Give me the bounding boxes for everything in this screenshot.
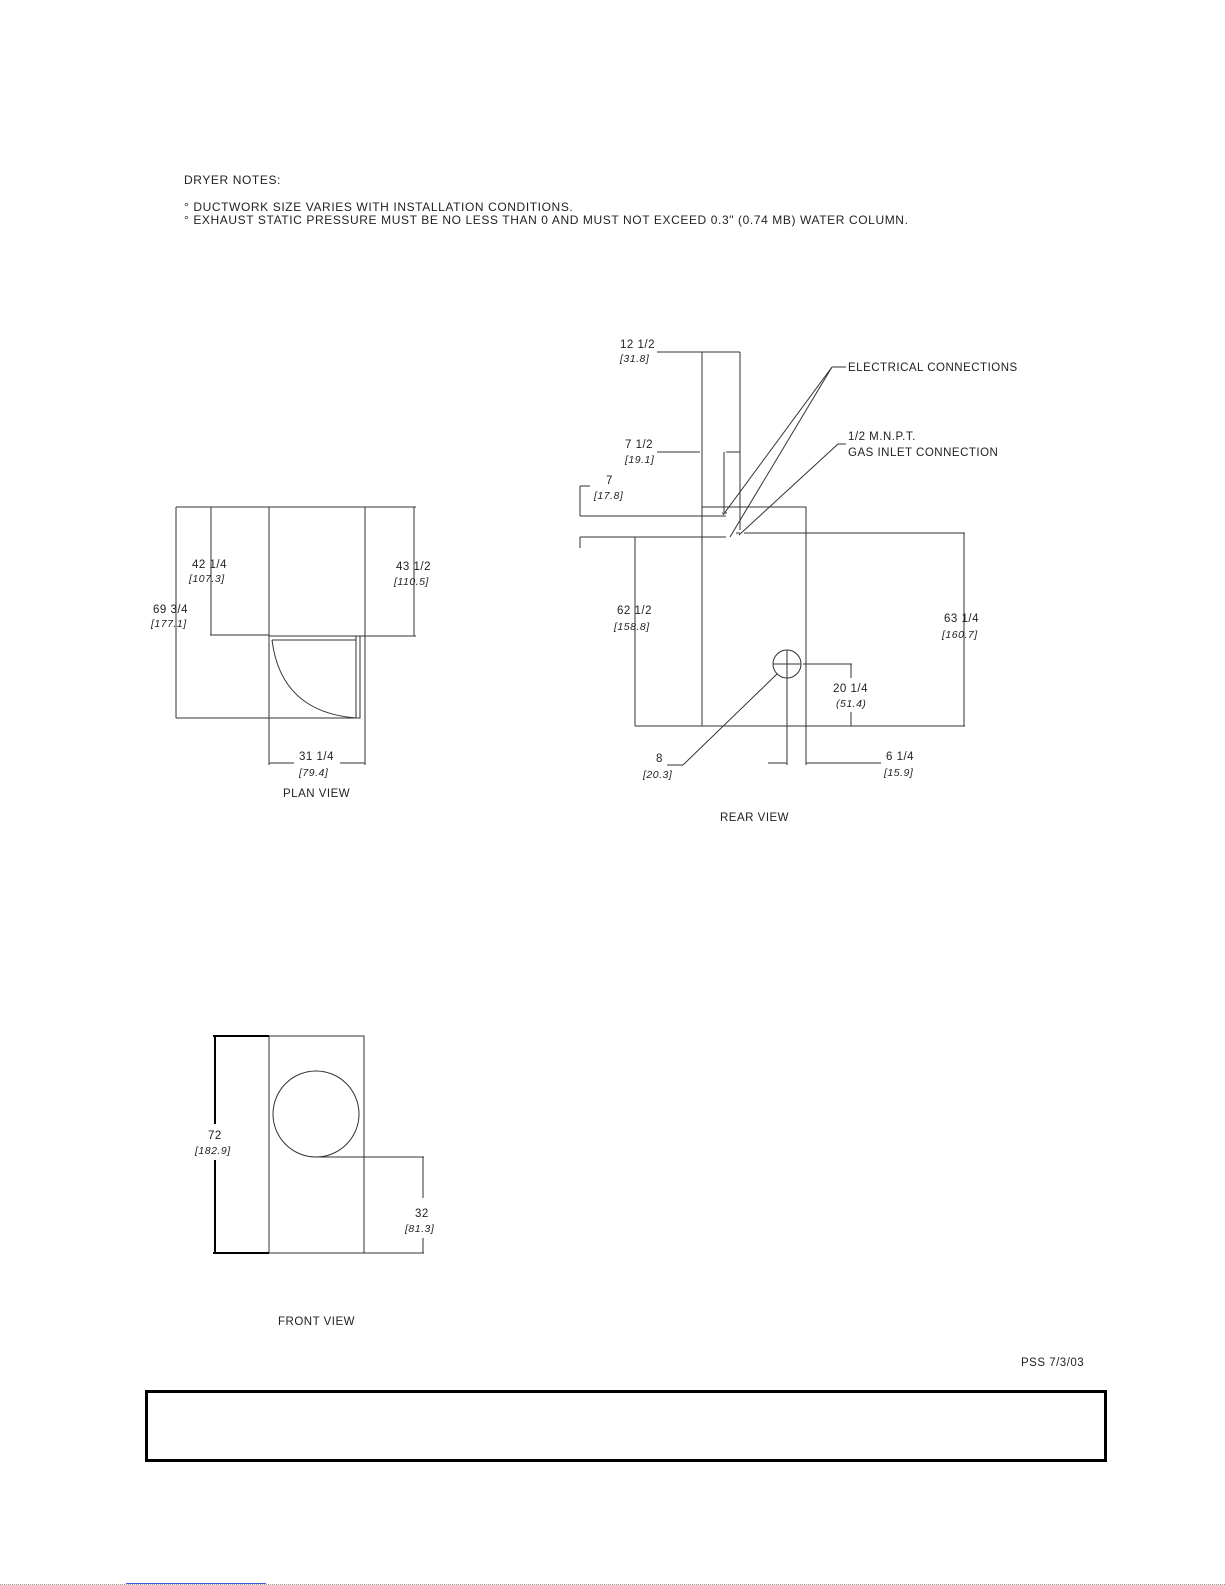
rear-dim-63-metric: [160.7] <box>941 629 978 641</box>
front-dim-32-metric: [81.3] <box>404 1223 435 1235</box>
front-cabinet-outline <box>268 1035 365 1254</box>
rear-view-title: REAR VIEW <box>720 812 789 824</box>
front-view-title: FRONT VIEW <box>278 1316 355 1328</box>
plan-view: 42 1/4 [107.3] 69 3/4 [177.1] 43 1/2 [11… <box>150 506 431 800</box>
rear-dim-62-imperial: 62 1/2 <box>617 605 652 617</box>
electrical-callout-leader-1 <box>722 366 833 516</box>
note-item-1: ° DUCTWORK SIZE VARIES WITH INSTALLATION… <box>184 200 574 214</box>
front-door-porthole <box>272 1070 360 1158</box>
plan-door-panel <box>355 635 361 719</box>
rear-dim-12-5-metric: [31.8] <box>619 353 650 365</box>
rear-dim-8-leader <box>682 673 778 766</box>
gas-callout-line-1: 1/2 M.N.P.T. <box>848 431 916 443</box>
plan-door-swing-arc <box>271 639 357 719</box>
plan-view-title: PLAN VIEW <box>283 788 350 800</box>
page-link-underline[interactable] <box>126 1583 266 1584</box>
plan-dim-rear-imperial: 42 1/4 <box>192 559 227 571</box>
plan-dim-side-metric: [110.5] <box>393 576 429 588</box>
rear-dim-7-imperial: 7 <box>606 475 613 487</box>
note-item-2: ° EXHAUST STATIC PRESSURE MUST BE NO LES… <box>184 213 909 227</box>
electrical-callout-leader-2 <box>729 366 833 538</box>
rear-dim-12-5-imperial: 12 1/2 <box>620 339 655 351</box>
rear-dim-6-imperial: 6 1/4 <box>886 751 914 763</box>
rear-view: 12 1/2 [31.8] 7 1/2 [19.1] 7 [17.8] 62 1… <box>579 339 1018 824</box>
rear-dim-6-metric: [15.9] <box>883 767 914 779</box>
front-dim-72-imperial: 72 <box>208 1130 222 1142</box>
plan-dim-side-imperial: 43 1/2 <box>396 561 431 573</box>
rear-dim-63-imperial: 63 1/4 <box>944 613 979 625</box>
front-dim-72-metric: [182.9] <box>194 1145 231 1157</box>
gas-callout-leader <box>738 443 839 536</box>
plan-cabinet-outline <box>268 506 366 637</box>
rear-dim-8-metric: [20.3] <box>642 769 673 781</box>
footer-box <box>145 1390 1107 1462</box>
rear-dim-7-5-imperial: 7 1/2 <box>625 439 653 451</box>
plan-dim-rear-metric: [107.3] <box>188 573 225 585</box>
rear-dim-7-metric: [17.8] <box>593 490 624 502</box>
rear-dim-7-5-metric: [19.1] <box>624 454 655 466</box>
plan-dim-overall-metric: [177.1] <box>150 618 187 630</box>
rear-cabinet-outline <box>701 506 807 727</box>
rear-dim-20-metric: (51.4) <box>836 698 866 710</box>
notes-heading: DRYER NOTES: <box>184 173 281 187</box>
electrical-connections-callout: ELECTRICAL CONNECTIONS <box>848 362 1018 374</box>
front-view: 72 [182.9] 32 [81.3] FRONT VIEW <box>194 1035 435 1328</box>
rear-dim-8-imperial: 8 <box>656 753 663 765</box>
revision-stamp: PSS 7/3/03 <box>1021 1357 1084 1369</box>
rear-dim-20-imperial: 20 1/4 <box>833 683 868 695</box>
front-dim-32-imperial: 32 <box>415 1208 429 1220</box>
rear-dim-62-metric: [158.8] <box>613 621 650 633</box>
plan-dim-overall-imperial: 69 3/4 <box>153 604 188 616</box>
gas-callout-line-2: GAS INLET CONNECTION <box>848 447 998 459</box>
plan-dim-width-metric: [79.4] <box>298 767 329 779</box>
plan-dim-width-imperial: 31 1/4 <box>299 751 334 763</box>
